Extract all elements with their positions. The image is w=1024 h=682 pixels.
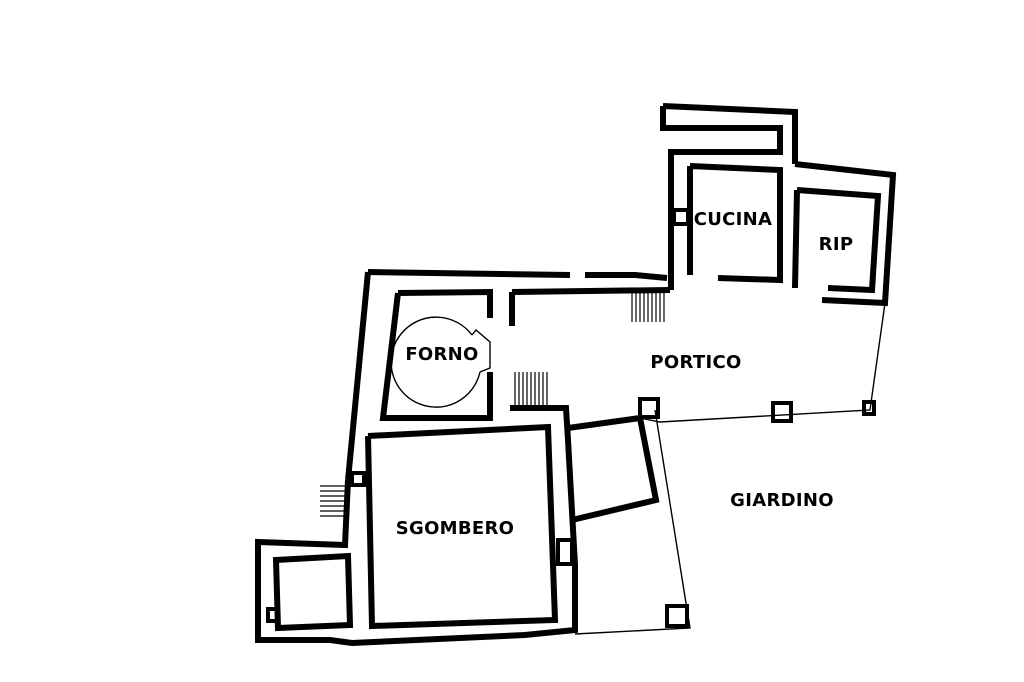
room-label-rip: RIP [819,234,854,255]
pillar [862,400,876,416]
pillar [638,397,660,419]
portico-edge [639,302,886,423]
kitchen-walls [668,152,897,307]
door-jamb [672,208,690,226]
stairs-forno [514,372,548,405]
rip-walls [792,187,882,294]
room-label-forno: FORNO [405,344,478,365]
oven-outline [390,316,481,408]
stairs-sgombero [320,485,345,517]
pillar [771,401,793,423]
room-label-portico: PORTICO [650,352,741,373]
forno-block-walls [345,269,671,481]
sgombero-outer-walls [255,405,578,647]
door-jamb [556,538,574,566]
room-label-sgombero: SGOMBERO [396,518,515,539]
door-jamb [350,471,366,487]
entry-wall-hook [660,103,798,290]
storage-walls [272,552,354,632]
garden-edge [574,409,691,635]
stairs-portico [631,293,665,322]
room-label-giardino: GIARDINO [730,490,834,511]
room-label-cucina: CUCINA [694,209,773,230]
corridor-walls [567,414,660,523]
pillar [665,604,689,628]
door-jamb [266,607,280,623]
